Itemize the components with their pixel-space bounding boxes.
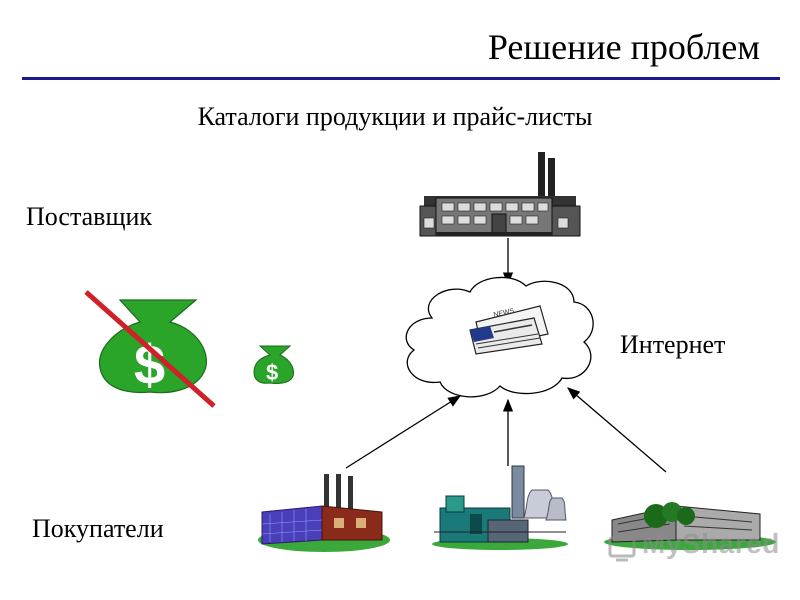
svg-text:$: $ xyxy=(266,360,278,385)
svg-text:$: $ xyxy=(134,333,165,396)
slide-title: Решение проблем xyxy=(487,27,760,67)
buyer-power-plant-icon xyxy=(432,465,568,550)
buyer-arrow-right xyxy=(567,387,667,473)
title-divider xyxy=(22,77,780,80)
money-bag-small-icon: $ xyxy=(253,345,294,385)
watermark-logo-icon xyxy=(608,536,636,562)
buyers-label: Покупатели xyxy=(32,514,164,543)
buyer-factory-icon xyxy=(258,474,390,552)
buyer-office-building-icon xyxy=(604,502,776,550)
money-bag-large-icon: $ xyxy=(98,299,207,396)
watermark-text: MyShared xyxy=(642,528,780,559)
cross-out-line xyxy=(84,290,216,408)
supplier-factory-icon xyxy=(419,152,581,237)
slide-subtitle: Каталоги продукции и прайс-листы xyxy=(197,102,593,131)
newspaper-masthead: NEWS xyxy=(493,308,515,319)
internet-label: Интернет xyxy=(620,330,726,359)
buyer-arrow-left xyxy=(345,395,462,469)
supplier-label: Поставщик xyxy=(26,202,153,231)
newspaper-icon: NEWS xyxy=(469,305,549,355)
